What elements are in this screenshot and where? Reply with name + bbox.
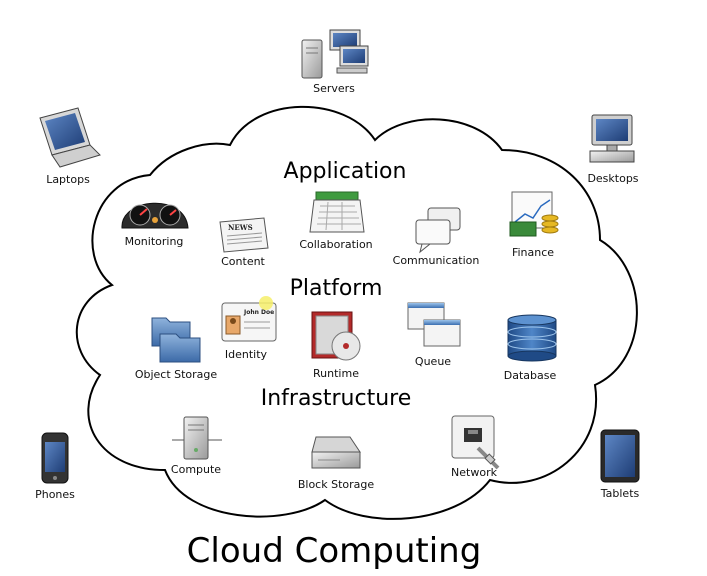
phones-label: Phones [35, 488, 75, 501]
identity-label: Identity [225, 348, 268, 361]
runtime-icon [311, 311, 361, 361]
laptops-label: Laptops [46, 173, 90, 186]
id-card-name: John Doe [243, 309, 274, 316]
compute-label: Compute [171, 463, 221, 476]
network-label: Network [451, 466, 498, 479]
tablet-icon [600, 429, 640, 483]
calendar-icon [309, 191, 365, 233]
newspaper-heading: NEWS [228, 223, 253, 232]
tablets-label: Tablets [600, 487, 640, 500]
section-application: Application [284, 159, 407, 184]
finance-icon [509, 191, 559, 237]
phone-icon [41, 432, 69, 484]
laptop-icon [39, 107, 101, 168]
servers-label: Servers [313, 82, 355, 95]
queue-label: Queue [415, 355, 451, 368]
compute-icon [172, 416, 222, 460]
hard-drive-icon [311, 436, 361, 469]
gauge-icon [121, 202, 189, 229]
database-icon [507, 314, 557, 362]
object-storage-label: Object Storage [135, 368, 218, 381]
diagram-title: Cloud Computing [187, 531, 482, 571]
section-platform: Platform [290, 276, 383, 301]
runtime-label: Runtime [313, 367, 359, 380]
newspaper-icon: NEWS [219, 217, 269, 253]
block-storage-label: Block Storage [298, 478, 375, 491]
folder-icon [151, 317, 201, 363]
section-infrastructure: Infrastructure [261, 386, 412, 411]
queue-icon [407, 302, 461, 347]
network-icon [451, 415, 500, 470]
speech-bubbles-icon [415, 207, 461, 254]
desktops-label: Desktops [587, 172, 638, 185]
communication-label: Communication [393, 254, 480, 267]
desktop-icon [589, 114, 635, 163]
servers-icon [301, 29, 369, 79]
content-label: Content [221, 255, 265, 268]
collaboration-label: Collaboration [299, 238, 372, 251]
finance-label: Finance [512, 246, 554, 259]
cloud-outline [75, 105, 638, 520]
id-card-icon: John Doe [221, 296, 277, 342]
database-label: Database [504, 369, 557, 382]
monitoring-label: Monitoring [125, 235, 184, 248]
